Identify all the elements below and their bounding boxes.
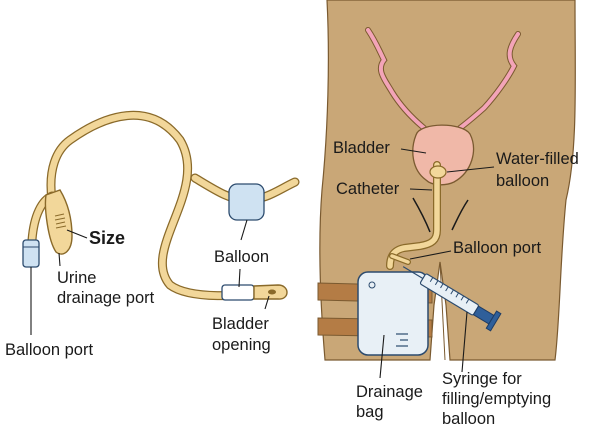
balloon-band-leader (239, 269, 240, 287)
urine-port-label-2: drainage port (57, 289, 155, 307)
water-balloon-label-1: Water-filled (496, 150, 579, 168)
inflated-balloon-detail (195, 178, 295, 220)
urine-drainage-port (45, 190, 72, 254)
drainage-bag-label-1: Drainage (356, 383, 423, 401)
drainage-bag (358, 272, 428, 355)
balloon-detail-label: Balloon (214, 248, 269, 266)
balloon-port-valve (23, 240, 39, 267)
urine-port-label-1: Urine (57, 269, 96, 287)
bladder-label: Bladder (333, 139, 390, 157)
balloon-port-right-label: Balloon port (453, 239, 541, 257)
size-label: Size (89, 228, 125, 248)
syringe-label-2: filling/emptying (442, 390, 551, 408)
syringe-label-3: balloon (442, 410, 495, 426)
bladder-opening-label-2: opening (212, 336, 271, 354)
bladder-opening-eye (268, 290, 276, 295)
syringe-label-1: Syringe for (442, 370, 522, 388)
inflated-balloon (229, 184, 264, 220)
water-balloon-label-2: balloon (496, 172, 549, 190)
catheter-label: Catheter (336, 180, 400, 198)
balloon-detail-leader (241, 220, 247, 240)
bladder-opening-label-1: Bladder (212, 315, 269, 333)
drainage-bag-label-2: bag (356, 403, 384, 421)
balloon-port-left-label: Balloon port (5, 341, 93, 359)
catheter-balloon-band (222, 285, 254, 300)
urine-port-leader (59, 253, 60, 266)
water-filled-balloon (430, 166, 446, 178)
